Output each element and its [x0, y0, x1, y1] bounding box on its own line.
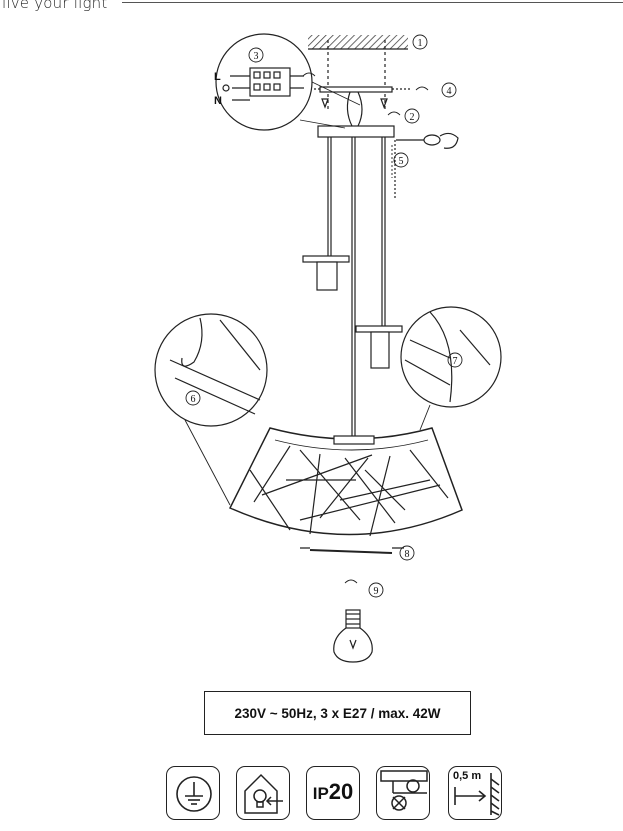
ip-rating-icon: IP20 [306, 766, 360, 820]
lamp-holders [302, 255, 403, 369]
spec-text: 230V ~ 50Hz, 3 x E27 / max. 42W [234, 705, 441, 721]
light-bulb [333, 609, 373, 663]
detail-7 [400, 306, 502, 431]
earth-ground-icon [166, 766, 220, 820]
ceiling [308, 35, 408, 50]
callout-7: 7 [453, 356, 458, 367]
callout-circles [185, 34, 463, 598]
ip-value: 20 [328, 779, 354, 804]
callout-5: 5 [399, 156, 404, 167]
detail-6 [154, 313, 268, 506]
minimum-distance-icon: 0,5 m [448, 766, 502, 820]
callout-3: 3 [254, 51, 259, 62]
callout-2: 2 [410, 112, 415, 123]
ip-prefix: IP [312, 784, 329, 803]
indoor-use-icon [236, 766, 290, 820]
callout-8: 8 [405, 549, 410, 560]
rotation-arrows [302, 72, 429, 584]
header-divider [122, 2, 623, 3]
wiring-label-n: N [214, 95, 222, 107]
distance-label: 0,5 m [453, 770, 482, 782]
callout-6: 6 [191, 394, 196, 405]
brand-logo: live your light [2, 0, 108, 12]
safety-symbols: IP20 0,5 m [166, 766, 506, 824]
assembly-diagram: L N 1 [154, 33, 502, 663]
electrical-spec: 230V ~ 50Hz, 3 x E27 / max. 42W [204, 691, 471, 735]
callout-4: 4 [447, 86, 452, 97]
wiring-detail [215, 33, 361, 131]
callout-9: 9 [374, 586, 379, 597]
callout-1: 1 [418, 38, 423, 49]
ceiling-canopy [317, 91, 395, 138]
pendant-cables [327, 137, 396, 436]
lamp-shade [228, 427, 463, 554]
mounting-bracket [306, 86, 410, 109]
not-for-recessed-mounting-icon [376, 766, 430, 820]
ceiling-screws [327, 40, 386, 110]
screwdriver-hand [396, 132, 459, 149]
wiring-label-l: L [214, 71, 221, 83]
